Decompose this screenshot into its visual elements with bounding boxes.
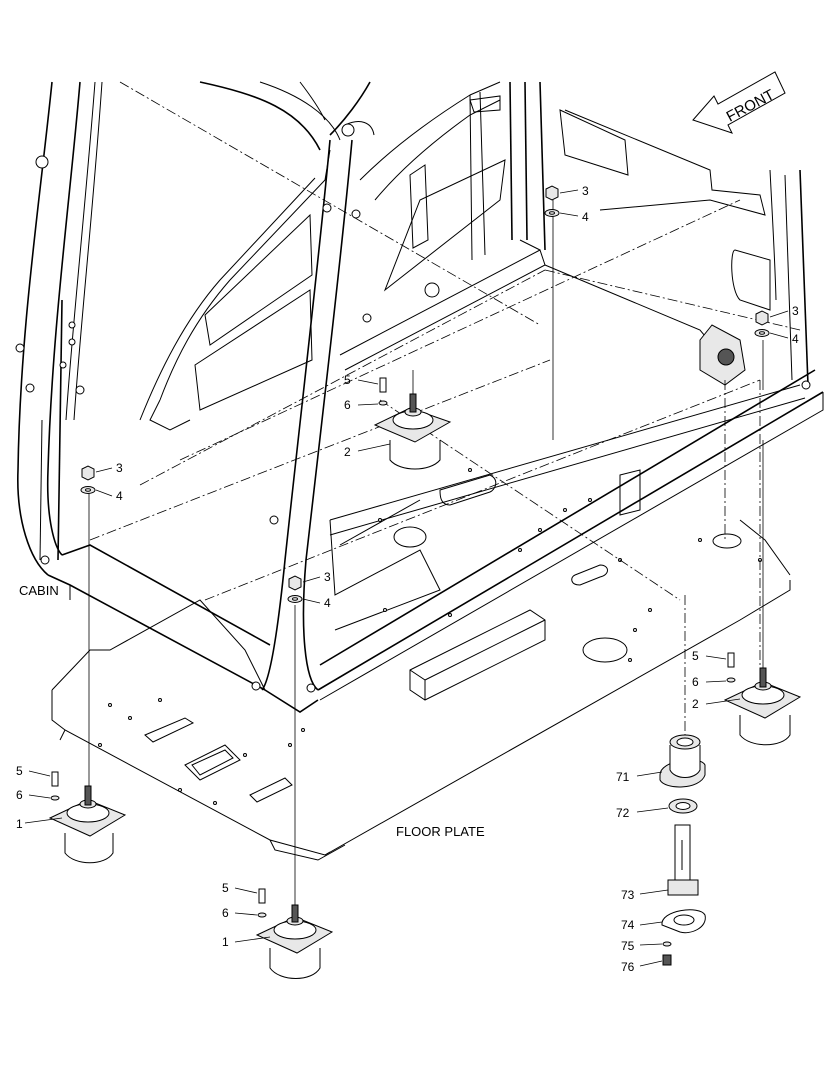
callout-3: 3: [582, 184, 589, 198]
nut-washer-left: [80, 465, 96, 494]
callout-6: 6: [344, 398, 351, 412]
cabin-label: CABIN: [19, 583, 59, 598]
callout-75: 75: [621, 939, 635, 953]
stopper-assembly: [659, 734, 706, 966]
callout-4: 4: [324, 596, 331, 610]
callout-6: 6: [16, 788, 23, 802]
nut-washer-top-right: [544, 185, 560, 217]
callout-5: 5: [692, 649, 699, 663]
callout-74: 74: [621, 918, 635, 932]
callout-2: 2: [344, 445, 351, 459]
rubber-mount-bottom-centre: [255, 888, 334, 979]
callout-2: 2: [692, 697, 699, 711]
nut-washer-far-right: [754, 310, 770, 337]
cabin-frame: [15, 81, 824, 713]
callout-3: 3: [324, 570, 331, 584]
nut-washer-centre: [287, 575, 303, 603]
leader-lines: [24, 189, 789, 967]
floor-plate: [51, 468, 791, 861]
floor-holes: [98, 468, 762, 805]
callout-4: 4: [792, 332, 799, 346]
callouts: 3 4 3 4 5 6 2 3 4 3 4 5 6 2 5 6 1 5 6 1 …: [16, 184, 799, 974]
callout-72: 72: [616, 806, 630, 820]
callout-6: 6: [692, 675, 699, 689]
callout-5: 5: [344, 373, 351, 387]
callout-5: 5: [222, 881, 229, 895]
callout-1: 1: [222, 935, 229, 949]
callout-3: 3: [116, 461, 123, 475]
front-direction-arrow: FRONT: [692, 71, 786, 134]
callout-1: 1: [16, 817, 23, 831]
rubber-mount-inner: [373, 377, 452, 470]
rubber-mount-bottom-left: [48, 771, 127, 864]
floor-plate-label: FLOOR PLATE: [396, 824, 485, 839]
callout-76: 76: [621, 960, 635, 974]
callout-6: 6: [222, 906, 229, 920]
callout-3: 3: [792, 304, 799, 318]
callout-4: 4: [116, 489, 123, 503]
callout-73: 73: [621, 888, 635, 902]
callout-5: 5: [16, 764, 23, 778]
callout-4: 4: [582, 210, 589, 224]
text-labels: CABIN FLOOR PLATE: [19, 583, 485, 839]
callout-71: 71: [616, 770, 630, 784]
rubber-mount-right: [723, 652, 802, 746]
